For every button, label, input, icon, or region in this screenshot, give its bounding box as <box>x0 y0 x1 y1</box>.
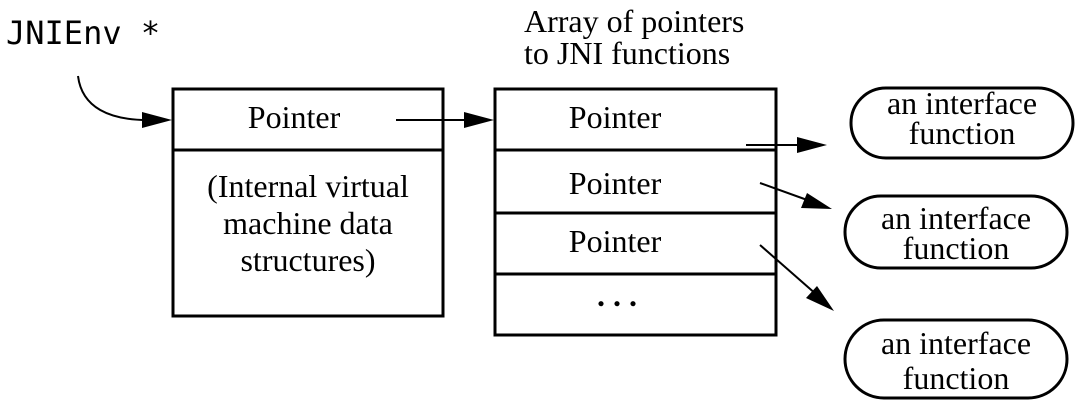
env-internal-line3: structures) <box>240 242 375 278</box>
interface-function-3-oval <box>843 318 1069 400</box>
interface-function-1-line2: function <box>909 115 1016 151</box>
function-table: Pointer Pointer Pointer . . . <box>493 87 778 337</box>
env-struct-box <box>171 87 445 318</box>
function-table-ellipsis: . . . <box>597 277 637 313</box>
interface-function-1-oval <box>849 86 1075 160</box>
env-internal-line2: machine data <box>223 205 393 241</box>
slot3-to-function3-arrowhead <box>806 286 834 311</box>
env-to-table-arrowhead <box>464 112 494 128</box>
interface-function-2-oval <box>843 194 1069 270</box>
array-caption-line2: to JNI functions <box>524 35 730 71</box>
env-pointer-label: Pointer <box>248 99 341 135</box>
function-table-slot-1: Pointer <box>569 99 662 135</box>
interface-function-3-line1: an interface <box>881 325 1031 361</box>
jnienv-pointer-arrow <box>77 75 149 121</box>
interface-function-1: an interface function <box>849 85 1075 160</box>
interface-function-3: an interface function <box>843 318 1069 400</box>
slot1-to-function1-arrowhead <box>797 137 827 153</box>
jnienv-pointer-arrowhead <box>142 112 172 128</box>
function-table-slot-3: Pointer <box>569 223 662 259</box>
slot3-to-function3-arrow <box>759 244 818 296</box>
env-struct: Pointer (Internal virtual machine data s… <box>171 87 445 318</box>
jnienv-label: JNIEnv * <box>6 14 160 52</box>
function-table-slot-2: Pointer <box>569 165 662 201</box>
slot2-to-function2-arrow <box>759 182 811 202</box>
interface-function-2-line1: an interface <box>881 200 1031 236</box>
interface-function-2-line2: function <box>903 230 1010 266</box>
interface-function-3-line2: function <box>903 360 1010 396</box>
env-internal-line1: (Internal virtual <box>207 168 409 204</box>
interface-function-1-line1: an interface <box>887 85 1037 121</box>
interface-function-2: an interface function <box>843 194 1069 270</box>
array-caption-line1: Array of pointers <box>524 3 744 39</box>
slot2-to-function2-arrowhead <box>801 193 832 209</box>
